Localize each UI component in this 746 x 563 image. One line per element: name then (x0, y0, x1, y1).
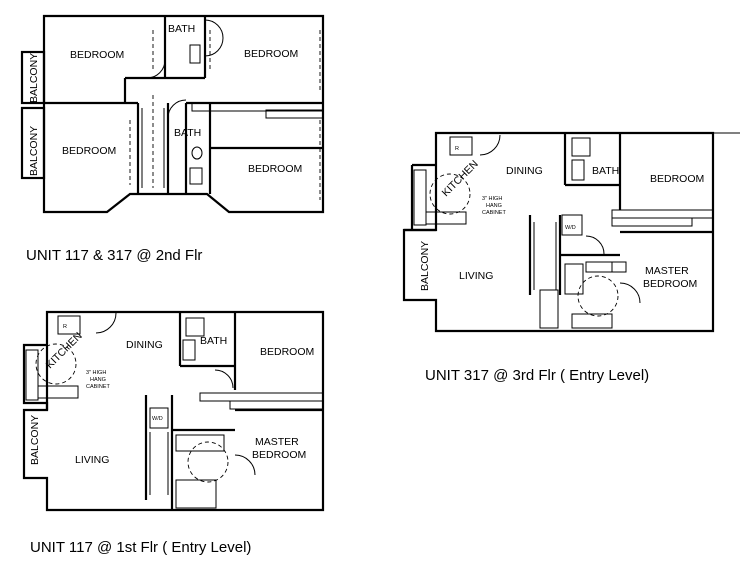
washer-label: W/D (152, 416, 163, 422)
room-label: BEDROOM (252, 449, 306, 461)
plan-caption: UNIT 117 @ 1st Flr ( Entry Level) (30, 539, 251, 556)
room-label: LIVING (75, 454, 109, 466)
room-label: KITCHEN (440, 158, 481, 199)
cabinet-label: CABINET (482, 210, 506, 216)
balcony-label: BALCONY (28, 126, 40, 176)
room-label: BATH (200, 335, 227, 347)
room-label: LIVING (459, 270, 493, 282)
room-label: BATH (168, 23, 195, 35)
room-label: BEDROOM (643, 278, 697, 290)
room-label: BATH (174, 127, 201, 139)
cabinet-label: 3" HIGH (86, 370, 106, 376)
plan-caption: UNIT 117 & 317 @ 2nd Flr (26, 247, 202, 264)
cabinet-label: CABINET (86, 384, 110, 390)
fridge-label: R (455, 146, 459, 152)
fridge-label: R (63, 324, 67, 330)
room-label: DINING (506, 165, 543, 177)
room-label: BEDROOM (62, 145, 116, 157)
balcony-label: BALCONY (28, 53, 40, 103)
room-label: BEDROOM (650, 173, 704, 185)
plan-3rd-floor: DINING KITCHEN BATH BEDROOM LIVING MASTE… (402, 131, 740, 384)
room-label: BEDROOM (260, 346, 314, 358)
room-label: BEDROOM (244, 48, 298, 60)
room-label: KITCHEN (44, 330, 85, 371)
room-label: BEDROOM (70, 49, 124, 61)
cabinet-label: HANG (486, 203, 502, 209)
plan-2nd-floor: BEDROOM BEDROOM BEDROOM BEDROOM BATH BAT… (20, 14, 325, 264)
plan-1st-floor: DINING KITCHEN BATH BEDROOM LIVING MASTE… (22, 310, 325, 556)
room-label: MASTER (645, 265, 689, 277)
room-label: MASTER (255, 436, 299, 448)
balcony-label: BALCONY (419, 241, 431, 291)
room-label: BEDROOM (248, 163, 302, 175)
room-label: DINING (126, 339, 163, 351)
cabinet-label: HANG (90, 377, 106, 383)
balcony-label: BALCONY (29, 415, 41, 465)
cabinet-label: 3" HIGH (482, 196, 502, 202)
plan-caption: UNIT 317 @ 3rd Flr ( Entry Level) (425, 367, 649, 384)
washer-label: W/D (565, 225, 576, 231)
room-label: BATH (592, 165, 619, 177)
